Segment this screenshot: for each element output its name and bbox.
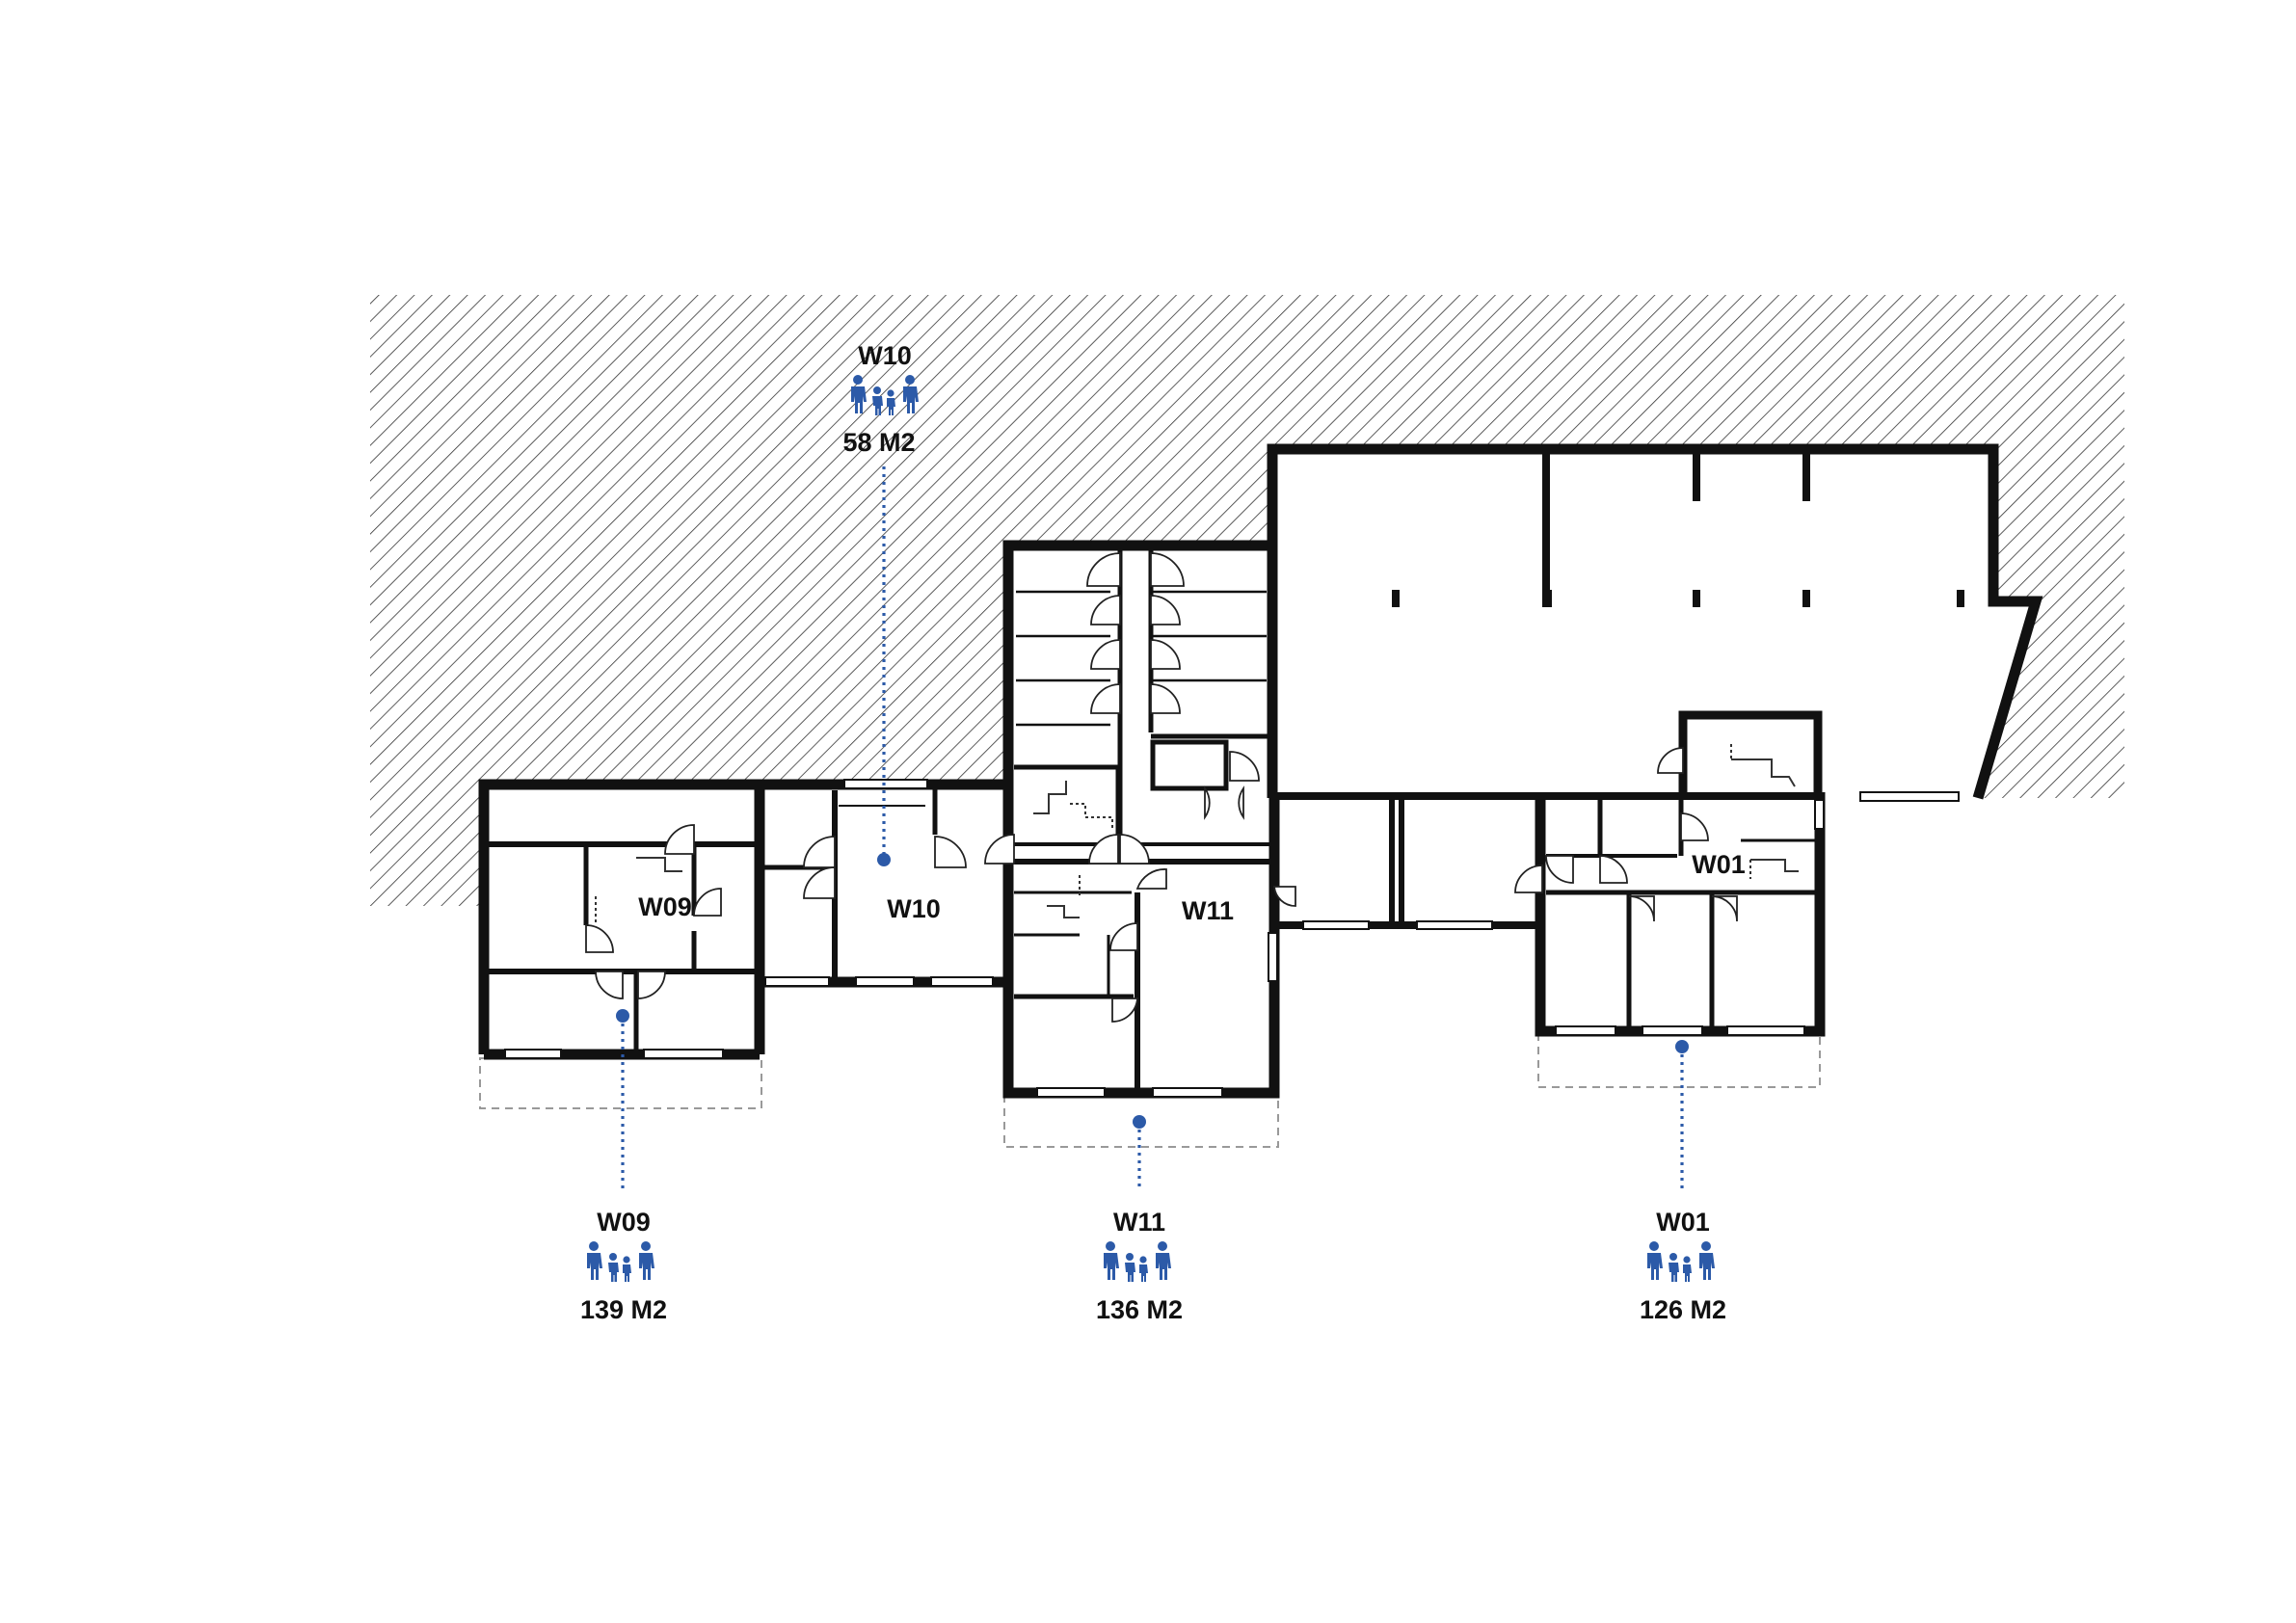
- callout-w09: W09 139 M2: [580, 1208, 667, 1324]
- callout-id-w09: W09: [597, 1208, 651, 1237]
- callout-id-w10: W10: [858, 341, 912, 370]
- room-label-w11: W11: [1182, 896, 1234, 925]
- leader-dot-w10: [877, 853, 891, 866]
- room-label-w10: W10: [887, 894, 941, 923]
- callout-leaders: [616, 466, 1689, 1191]
- family-icon: [1104, 1241, 1171, 1282]
- leader-dot-w11: [1133, 1115, 1146, 1129]
- terrain-hatch: [370, 295, 2124, 906]
- family-icon: [587, 1241, 654, 1282]
- room-label-w01: W01: [1692, 850, 1746, 879]
- windows: [504, 779, 1960, 1098]
- interior-walls: [488, 453, 1964, 1091]
- callout-area-w01: 126 M2: [1640, 1295, 1726, 1324]
- building-interior: [484, 447, 2034, 1054]
- room-label-w09: W09: [638, 892, 692, 921]
- callout-w11: W11 136 M2: [1096, 1208, 1183, 1324]
- callout-area-w09: 139 M2: [580, 1295, 667, 1324]
- callout-area-w11: 136 M2: [1096, 1295, 1183, 1324]
- callout-id-w11: W11: [1113, 1208, 1165, 1237]
- stair-symbols: [595, 744, 1799, 925]
- callout-w10: W10 58 M2: [842, 341, 919, 457]
- callout-area-w10: 58 M2: [842, 428, 915, 457]
- family-icon: [1647, 1241, 1715, 1282]
- callout-id-w01: W01: [1656, 1208, 1710, 1237]
- callout-w01: W01 126 M2: [1640, 1208, 1726, 1324]
- leader-dot-w01: [1675, 1040, 1689, 1053]
- doors: [585, 552, 1738, 1023]
- leader-dot-w09: [616, 1009, 629, 1023]
- room-labels: W09 W10 W11 W01: [638, 850, 1746, 925]
